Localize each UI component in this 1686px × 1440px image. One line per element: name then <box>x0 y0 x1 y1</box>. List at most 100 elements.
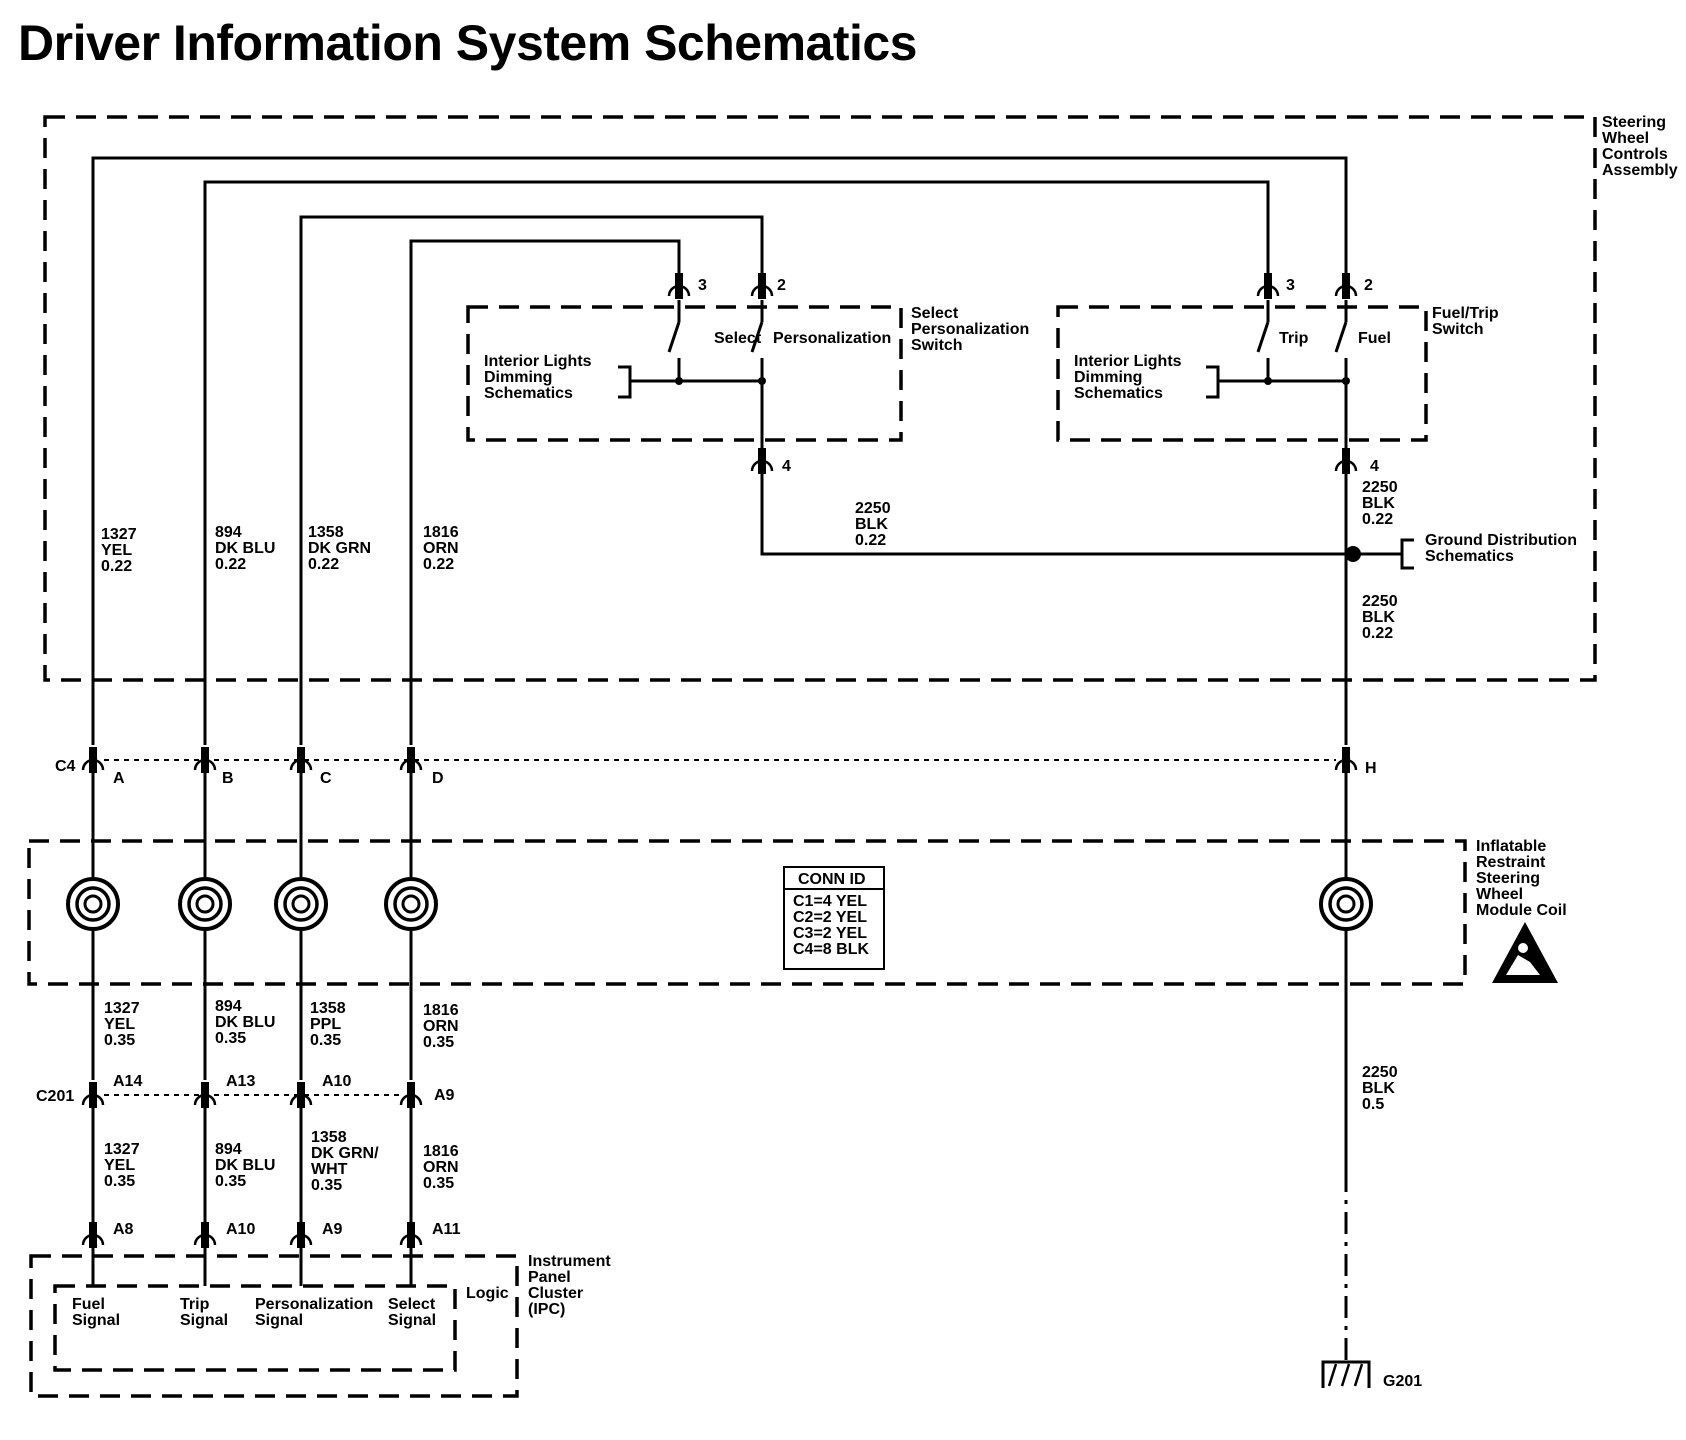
svg-text:Schematics: Schematics <box>1425 548 1514 565</box>
svg-text:894: 894 <box>215 524 242 541</box>
wire-label-2250-a: 2250 BLK 0.22 <box>1362 479 1398 528</box>
svg-text:Schematics: Schematics <box>484 385 573 402</box>
svg-text:Schematics: Schematics <box>1074 385 1163 402</box>
svg-text:Signal: Signal <box>255 1312 303 1329</box>
wire-label-1358-lower: 1358 DK GRN/ WHT 0.35 <box>311 1129 379 1194</box>
select-switch-label: Select <box>714 330 762 347</box>
wire-label-2250-b: 2250 BLK 0.22 <box>1362 593 1398 642</box>
svg-text:Wheel: Wheel <box>1602 130 1649 147</box>
pin-label: C <box>320 770 332 787</box>
wire-label-1358-upper: 1358 DK GRN 0.22 <box>308 524 371 573</box>
wire-label-1816-mid: 1816 ORN 0.35 <box>423 1002 459 1051</box>
connector-pin-3-select <box>669 273 689 299</box>
trip-switch-contact <box>1256 321 1270 353</box>
svg-text:Signal: Signal <box>388 1312 436 1329</box>
wire-1816-upper <box>409 239 681 745</box>
pin-label: A13 <box>226 1073 255 1090</box>
airbag-coil-box <box>27 839 1467 986</box>
wire-label-2250-low: 2250 BLK 0.5 <box>1362 1064 1398 1113</box>
svg-text:BLK: BLK <box>1362 609 1395 626</box>
svg-text:1816: 1816 <box>423 1143 459 1160</box>
svg-text:1816: 1816 <box>423 1002 459 1019</box>
conn-id-row: C3=2 YEL <box>793 925 867 942</box>
svg-text:Switch: Switch <box>1432 321 1484 338</box>
svg-text:Panel: Panel <box>528 1269 571 1286</box>
steering-wheel-controls-assembly-box <box>43 115 1597 682</box>
svg-text:Select: Select <box>911 305 959 322</box>
svg-text:0.35: 0.35 <box>423 1034 454 1051</box>
svg-text:Interior Lights: Interior Lights <box>1074 353 1182 370</box>
svg-text:1327: 1327 <box>104 1141 140 1158</box>
svg-text:894: 894 <box>215 998 242 1015</box>
wire-label-1327-lower: 1327 YEL 0.35 <box>104 1141 140 1190</box>
svg-text:Dimming: Dimming <box>1074 369 1142 386</box>
svg-text:DK BLU: DK BLU <box>215 540 275 557</box>
svg-text:2250: 2250 <box>1362 593 1398 610</box>
wire-label-2250-jumper: 2250 BLK 0.22 <box>855 500 891 549</box>
select-switch-contact <box>667 321 681 353</box>
interior-lights-dimming-reference-1: Interior Lights Dimming Schematics <box>484 353 592 402</box>
pin-label: A9 <box>434 1087 455 1104</box>
pin-label: A8 <box>113 1221 134 1238</box>
clockspring-coil-b <box>178 877 232 931</box>
personalization-switch-contact <box>750 321 764 353</box>
pin-label: 4 <box>1370 458 1379 475</box>
c201-pin-a9 <box>401 1082 421 1108</box>
pin-label: 3 <box>1286 277 1295 294</box>
svg-text:Fuel/Trip: Fuel/Trip <box>1432 305 1499 322</box>
c201-pin-a14 <box>83 1082 103 1108</box>
svg-text:2250: 2250 <box>1362 479 1398 496</box>
airbag-warning-icon <box>1492 922 1558 983</box>
instrument-panel-cluster-label: Instrument Panel Cluster (IPC) <box>528 1253 611 1318</box>
conn-id-row: C2=2 YEL <box>793 909 867 926</box>
interior-lights-dimming-reference-2: Interior Lights Dimming Schematics <box>1074 353 1182 402</box>
svg-text:2250: 2250 <box>855 500 891 517</box>
page-title: Driver Information System Schematics <box>18 15 918 71</box>
wire-label-1327-upper: 1327 YEL 0.22 <box>101 526 137 575</box>
svg-text:BLK: BLK <box>1362 1080 1395 1097</box>
pin-label: 2 <box>1364 277 1373 294</box>
ground-g201-label: G201 <box>1383 1373 1422 1390</box>
ipc-trip-signal: Trip Signal <box>180 1296 228 1329</box>
reference-bracket <box>1206 365 1220 399</box>
svg-text:Signal: Signal <box>72 1312 120 1329</box>
svg-text:0.22: 0.22 <box>101 558 132 575</box>
svg-text:1327: 1327 <box>104 1000 140 1017</box>
svg-text:894: 894 <box>215 1141 242 1158</box>
svg-text:Select: Select <box>388 1296 436 1313</box>
trip-switch-label: Trip <box>1279 330 1309 347</box>
splice-dot <box>1264 377 1272 385</box>
ipc-pin-a10 <box>195 1222 215 1248</box>
splice-dot <box>675 377 683 385</box>
pin-label: A14 <box>113 1073 142 1090</box>
svg-text:Wheel: Wheel <box>1476 886 1523 903</box>
ipc-pin-a11 <box>401 1222 421 1248</box>
wire-label-1816-lower: 1816 ORN 0.35 <box>423 1143 459 1192</box>
svg-text:Trip: Trip <box>180 1296 210 1313</box>
svg-text:ORN: ORN <box>423 540 459 557</box>
svg-text:Inflatable: Inflatable <box>1476 838 1546 855</box>
svg-text:1358: 1358 <box>310 1000 346 1017</box>
connector-c201-label: C201 <box>36 1088 74 1105</box>
svg-text:(IPC): (IPC) <box>528 1301 565 1318</box>
wire-1358-upper <box>299 215 764 745</box>
pin-label: A10 <box>226 1221 255 1238</box>
connector-pin-2-fuel <box>1336 273 1356 299</box>
svg-text:0.22: 0.22 <box>1362 511 1393 528</box>
c4-pin-a <box>83 747 103 773</box>
wire-label-894-lower: 894 DK BLU 0.35 <box>215 1141 275 1190</box>
ipc-select-signal: Select Signal <box>388 1296 436 1329</box>
ipc-pin-a9 <box>291 1222 311 1248</box>
ipc-logic-label: Logic <box>466 1285 509 1302</box>
reference-bracket <box>1400 538 1414 570</box>
wire-1327-upper <box>91 156 1348 745</box>
svg-text:Personalization: Personalization <box>911 321 1029 338</box>
splice-dot <box>758 377 766 385</box>
svg-text:1358: 1358 <box>311 1129 347 1146</box>
conn-id-header: CONN ID <box>798 871 866 888</box>
clockspring-coil-h <box>1319 877 1373 931</box>
svg-text:0.35: 0.35 <box>104 1173 135 1190</box>
svg-text:ORN: ORN <box>423 1018 459 1035</box>
svg-text:YEL: YEL <box>101 542 132 559</box>
